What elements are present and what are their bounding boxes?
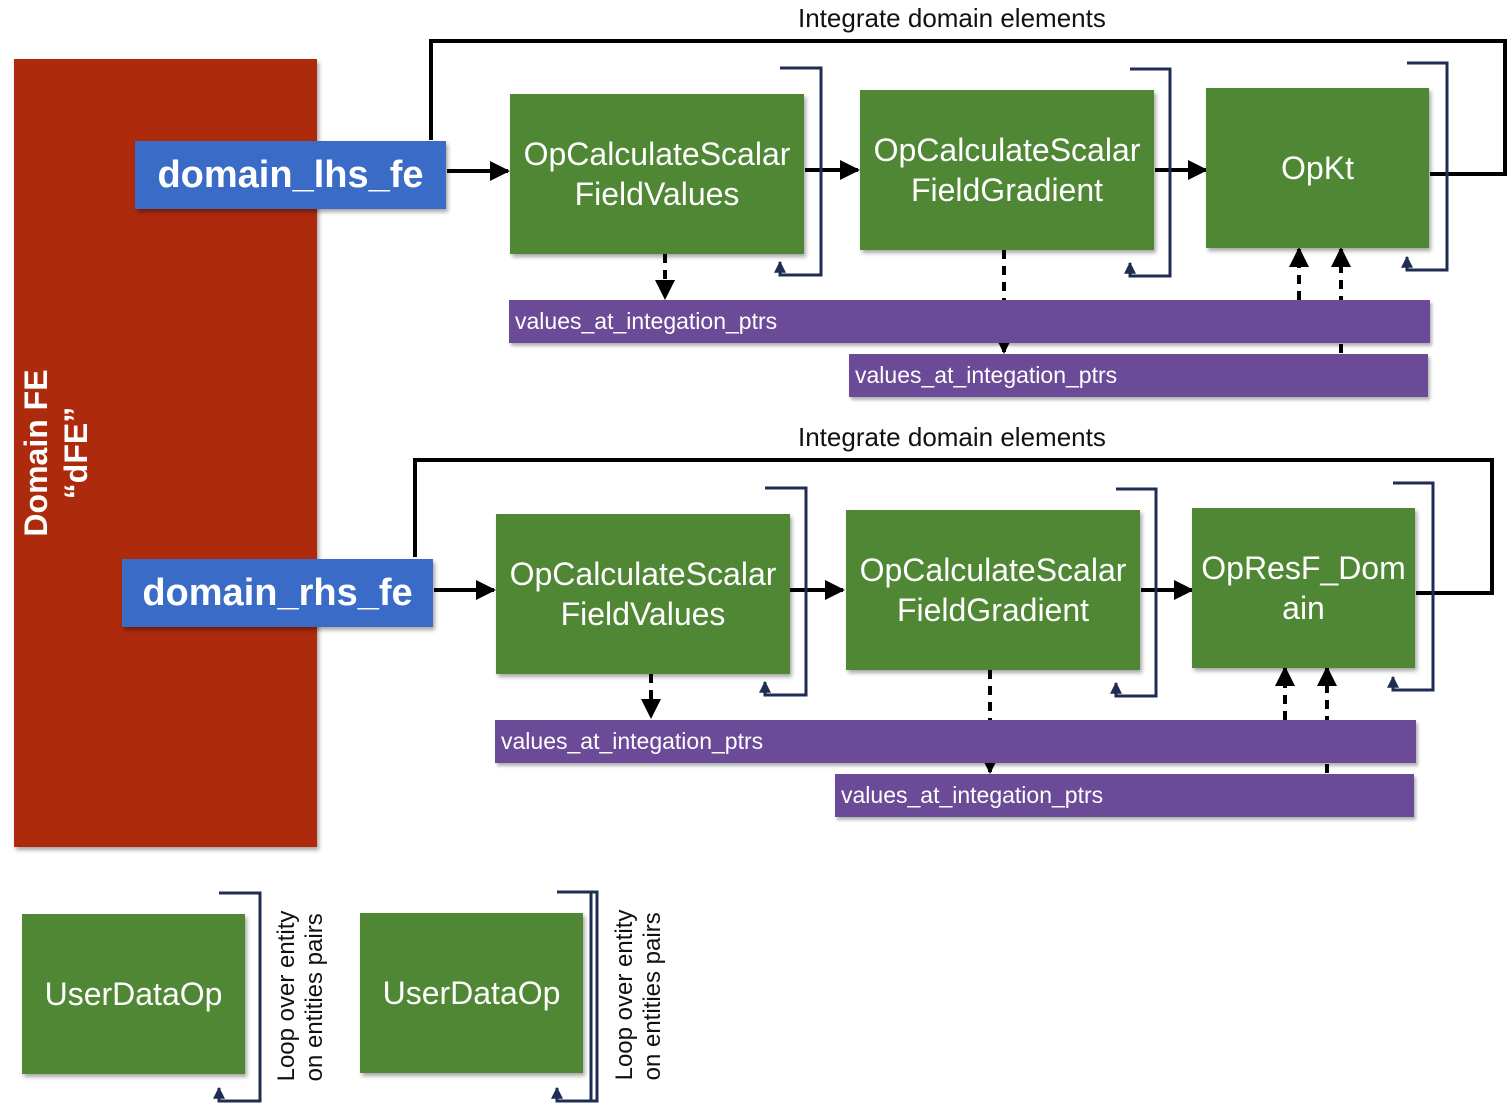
legend-loop-line2: on entities pairs [301,913,328,1082]
op-calc-scalar-gradient-lhs: OpCalculateScalar FieldGradient [860,90,1154,250]
op-calc-scalar-values-lhs: OpCalculateScalar FieldValues [510,94,804,254]
fe-label: domain_lhs_fe [157,153,424,196]
op-resf-domain: OpResF_Dom ain [1192,508,1415,668]
entity-loop-bracket [1124,67,1172,278]
legend-userdataop-pairs: UserDataOp [360,913,583,1073]
loop-line-rhs [413,458,1494,595]
legend-loop-line1: Loop over entity [611,909,638,1081]
op-label-line1: OpKt [1281,150,1354,186]
entity-loop-bracket [759,486,808,697]
entity-loop-bracket [1110,487,1158,698]
legend-op-label: UserDataOp [382,975,561,1011]
op-label-line2: FieldGradient [910,172,1104,208]
op-label-line1: OpCalculateScalar [873,132,1141,168]
buffer-values-rhs-1: values_at_integation_ptrs [495,720,1416,763]
legend-op-label: UserDataOp [44,976,223,1012]
op-label-line1: OpCalculateScalar [523,136,791,172]
legend-loop-label-entity: Loop over entity on entities pairs [273,911,329,1082]
op-label-line1: OpCalculateScalar [859,552,1127,588]
legend-loop-line2: on entities pairs [639,912,666,1081]
op-label-line1: OpResF_Dom [1201,550,1406,586]
legend-loop-label-pairs: Loop over entity on entities pairs [611,910,667,1081]
buffer-values-lhs-1: values_at_integation_ptrs [509,300,1430,343]
pipeline-title: Integrate domain elements [798,3,1106,33]
buffer-label: values_at_integation_ptrs [855,362,1118,388]
pipeline-title: Integrate domain elements [798,422,1106,452]
op-kt: OpKt [1206,88,1429,248]
op-calc-scalar-gradient-rhs: OpCalculateScalar FieldGradient [846,510,1140,670]
op-label-line1: OpCalculateScalar [509,556,777,592]
entity-loop-bracket [1387,481,1435,692]
legend-pair-loop-bracket-outer [551,890,599,1103]
legend-loop-line1: Loop over entity [273,910,300,1082]
loop-line-lhs [429,39,1507,176]
op-label-line2: FieldGradient [896,592,1090,628]
legend-userdataop-entity: UserDataOp [22,914,245,1074]
fe-domain-lhs: domain_lhs_fe [135,141,446,209]
entity-loop-bracket [774,66,823,277]
buffer-label: values_at_integation_ptrs [515,308,778,334]
op-label-line2: FieldValues [574,176,740,212]
entity-loop-bracket [1401,61,1449,272]
op-calc-scalar-values-rhs: OpCalculateScalar FieldValues [496,514,790,674]
buffer-values-lhs-2: values_at_integation_ptrs [849,354,1428,397]
op-label-line2: ain [1282,590,1325,626]
op-label-line2: FieldValues [560,596,726,632]
buffer-label: values_at_integation_ptrs [841,782,1104,808]
fe-domain-rhs: domain_rhs_fe [122,559,433,627]
buffer-label: values_at_integation_ptrs [501,728,764,754]
fe-label: domain_rhs_fe [142,571,413,614]
buffer-values-rhs-2: values_at_integation_ptrs [835,774,1414,817]
legend-entity-loop-bracket [213,891,262,1103]
